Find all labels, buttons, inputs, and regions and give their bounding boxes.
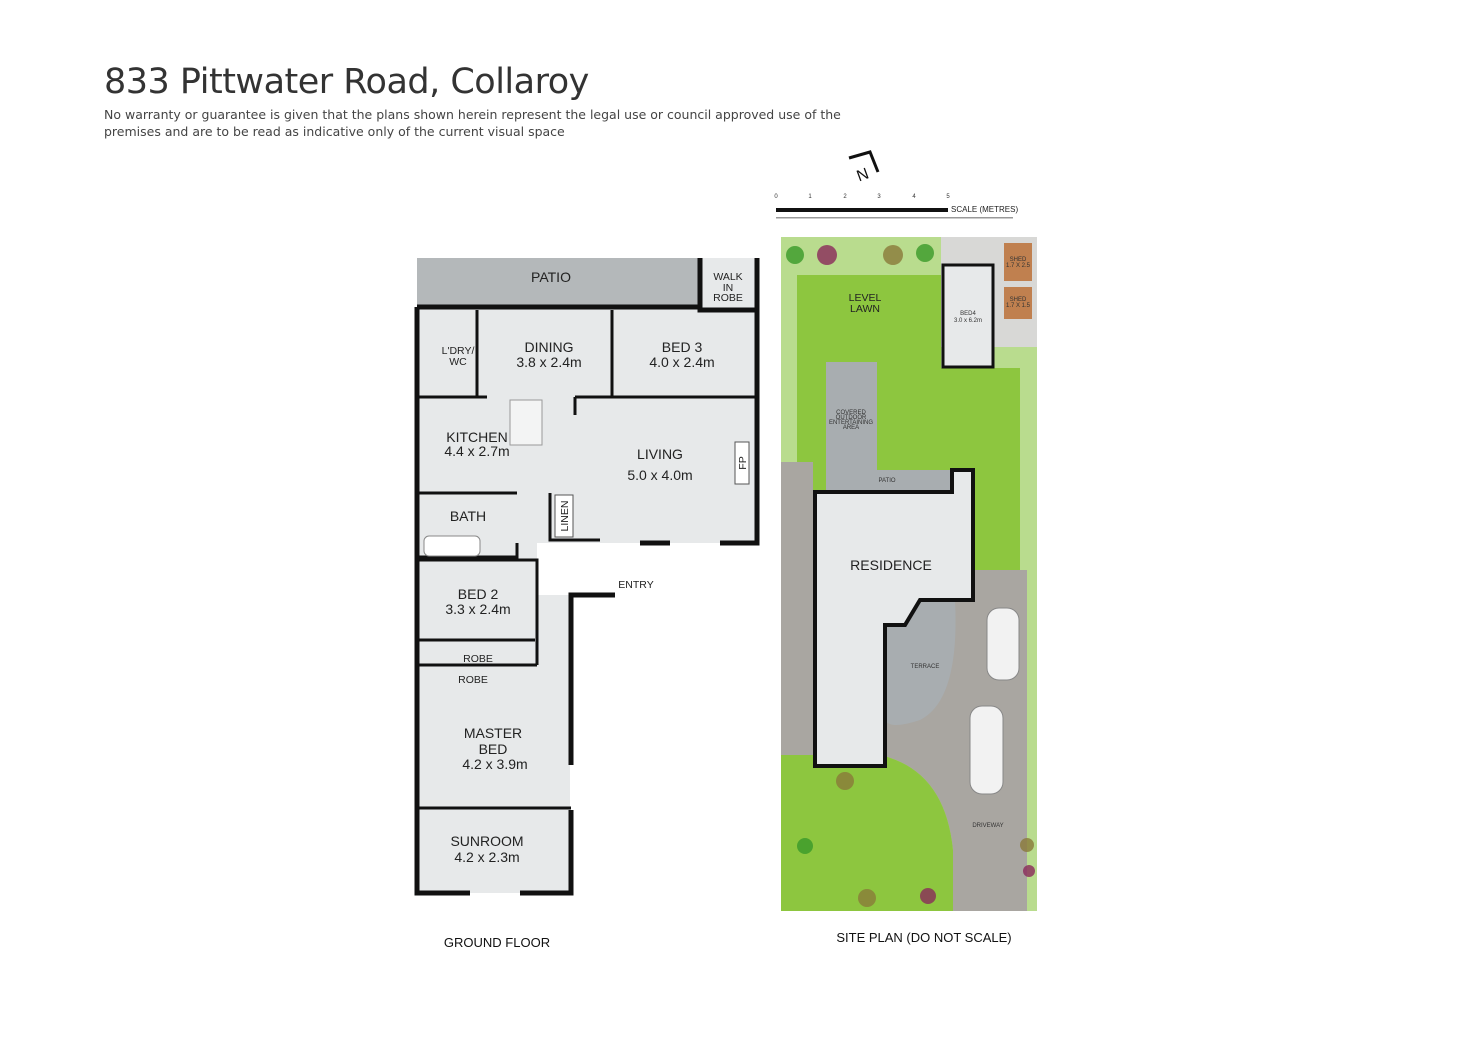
room-label-laundry: L'DRY/ [442,345,475,357]
shed1-size: 1.7 X 2.5 [1006,263,1031,269]
room-label-entry: ENTRY [618,579,653,591]
residence-label: RESIDENCE [850,557,932,573]
fireplace-label: FP [737,456,749,469]
shed2-label: SHED [1010,297,1027,303]
linen-label: LINEN [559,501,571,532]
plant-icon [786,244,1035,907]
room-label-master: MASTER [464,725,522,741]
room-size-bed2: 3.3 x 2.4m [445,601,510,617]
room-size-living: 5.0 x 4.0m [627,467,692,483]
site-plan-caption: SITE PLAN (DO NOT SCALE) [836,930,1011,945]
ground-floor-caption: GROUND FLOOR [444,935,550,950]
page-title: 833 Pittwater Road, Collaroy [104,62,589,102]
scale-tick: 0 [774,194,778,200]
room-size-kitchen: 4.4 x 2.7m [444,443,509,459]
robe-label-master: ROBE [458,674,488,686]
scale-bar: 0 1 2 3 4 5 SCALE (METRES) [774,194,1018,219]
walls [414,258,760,896]
bed4-size: 3.0 x 6.2m [954,318,982,324]
covered-area-label: COVERED [836,410,866,416]
ground-floor-plan: PATIO WALK IN ROBE L'DRY/ WC DINING 3.8 … [414,258,760,950]
room-size-master: 4.2 x 3.9m [462,756,527,772]
scale-tick: 3 [877,194,881,200]
room-label-laundry-2: WC [449,356,467,368]
lawn-label: LEVEL [849,292,882,304]
patio-area [417,258,700,307]
room-label-bed2: BED 2 [458,586,499,602]
terrace-label: TERRACE [911,664,940,670]
room-label-bath: BATH [450,508,486,524]
lawn-label-2: LAWN [850,303,880,315]
svg-text:N: N [855,165,872,185]
room-label-master-2: BED [479,741,508,757]
robe-label-bed2: ROBE [463,653,493,665]
room-label-dining: DINING [525,339,574,355]
north-arrow-icon: N [848,150,880,185]
room-size-bed3: 4.0 x 2.4m [649,354,714,370]
covered-area-label-2: OUTDOOR [836,415,867,421]
room-label-patio: PATIO [531,269,571,285]
shed2-size: 1.7 X 1.5 [1006,303,1031,309]
covered-area-label-4: AREA [843,425,859,431]
covered-area-label-3: ENTERTAINING [829,420,873,426]
site-patio-label: PATIO [878,478,895,484]
scale-tick: 2 [843,194,847,200]
car-icon [969,607,1020,795]
room-label-wir-2: IN [723,282,734,294]
disclaimer: No warranty or guarantee is given that t… [104,107,841,139]
bed4-label: BED4 [960,311,976,317]
scale-tick: 5 [946,194,950,200]
scale-tick: 4 [912,194,916,200]
room-label-kitchen: KITCHEN [446,429,507,445]
driveway-label: DRIVEWAY [972,823,1003,829]
scale-tick: 1 [808,194,812,200]
room-label-sunroom: SUNROOM [450,833,523,849]
room-label-living: LIVING [637,446,683,462]
site-plan: LEVEL LAWN BED4 3.0 x 6.2m SHED 1.7 X 2.… [781,237,1037,945]
room-size-sunroom: 4.2 x 2.3m [454,849,519,865]
scale-label: SCALE (METRES) [951,205,1018,214]
room-label-wir: WALK [713,271,742,283]
shed1-label: SHED [1010,257,1027,263]
room-label-wir-3: ROBE [713,292,743,304]
room-label-bed3: BED 3 [662,339,703,355]
room-size-dining: 3.8 x 2.4m [516,354,581,370]
